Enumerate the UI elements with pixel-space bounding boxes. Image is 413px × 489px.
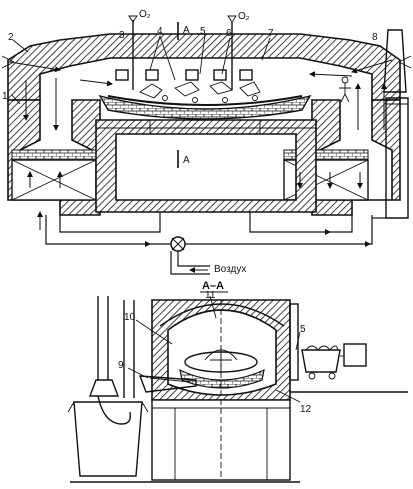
operator-figure [339,76,351,103]
cross-section-a-a: А–А [67,280,408,483]
right-regenerator-wall [311,99,401,216]
charging-car [301,343,367,380]
longitudinal-section: O₂ O₂ А А [1,9,412,275]
section-a-a-title: А–А [202,280,224,292]
section-cut-line: А А [177,22,190,168]
right-burner-nozzle [398,55,412,69]
label-5-cross: 5 [300,324,306,335]
leader-lines [11,33,271,105]
ladle-crane [67,296,149,477]
reversing-valve [170,236,210,275]
charging-door-2 [145,69,159,81]
cross-section-roof-arch [159,303,285,327]
oxygen-label-left: O₂ [139,9,151,20]
hearth-bath [98,94,312,120]
molten-metal [107,95,303,106]
left-regenerator-wall [7,99,101,216]
charging-door-1 [115,69,129,81]
flue-ducts [37,211,386,247]
bath-support-structure [95,119,317,213]
label-3: 3 [119,30,125,41]
cross-section-leader-lines [127,295,301,403]
label-1: 1 [2,91,8,102]
charging-door-frame [289,303,299,381]
label-6: 6 [226,28,232,39]
label-8: 8 [372,32,378,43]
label-10: 10 [124,312,136,323]
label-5: 5 [200,26,206,37]
label-7: 7 [268,28,274,39]
left-burner-nozzle [1,55,15,69]
charge-pieces [139,81,261,103]
air-inlet-label: Воздух [214,264,246,275]
chimney [383,29,409,219]
oxygen-lance-right: O₂ [227,11,250,90]
label-9: 9 [118,360,124,371]
section-mark-top: А [183,25,190,36]
cross-section-bath [179,368,265,389]
label-2: 2 [8,32,14,43]
label-11: 11 [205,290,216,301]
oxygen-lance-left: O₂ [128,9,151,90]
label-4: 4 [157,26,163,37]
left-checker-grid [11,149,97,161]
label-12: 12 [300,404,312,415]
charging-door-5 [239,69,253,81]
section-mark-bottom: А [183,155,190,166]
charging-door-3 [185,69,199,81]
oxygen-label-right: O₂ [238,11,250,22]
tapping-spout [138,375,197,393]
charging-door-4 [213,69,227,81]
